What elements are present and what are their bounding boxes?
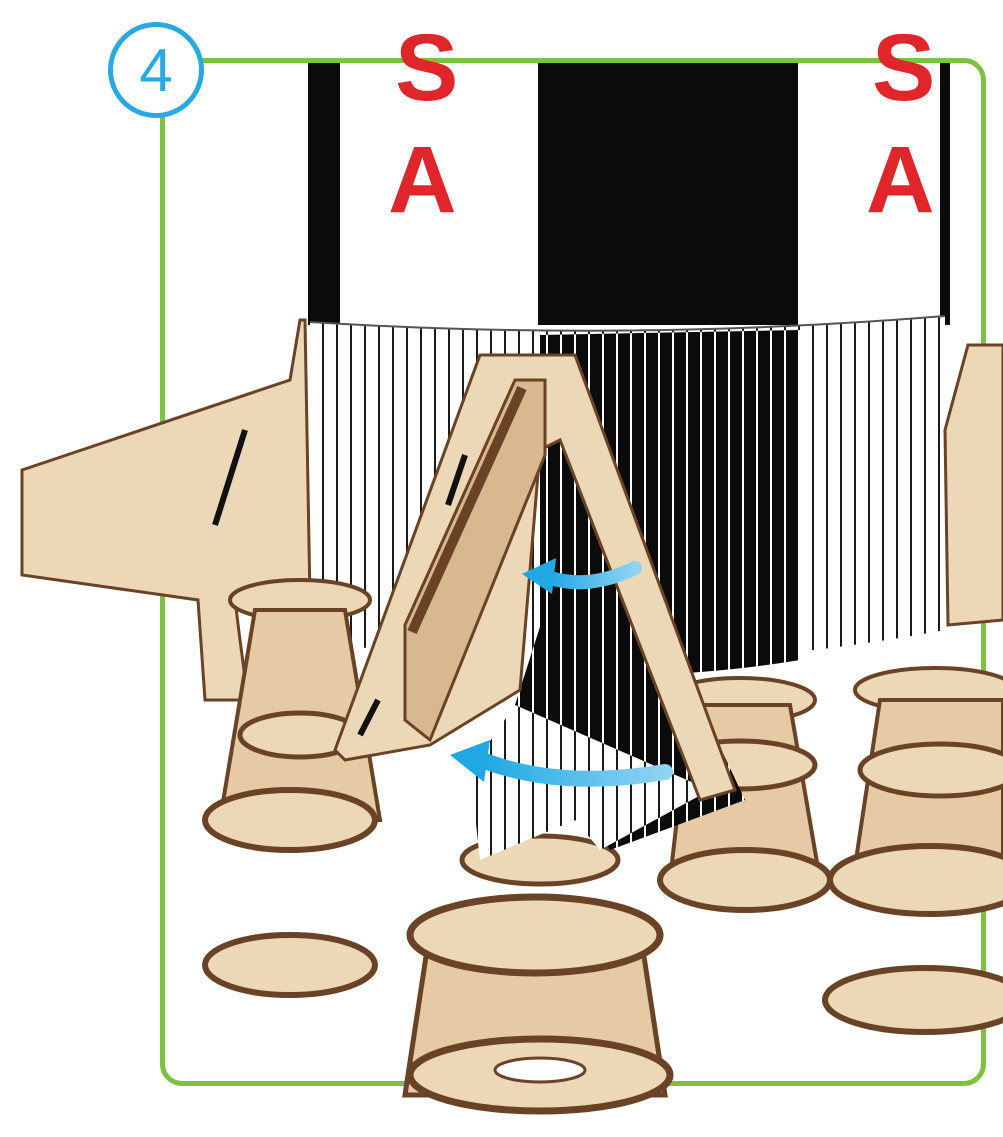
rocket-letter-right-bottom: A <box>866 127 935 233</box>
step-number-badge: 4 <box>108 22 204 118</box>
step-number: 4 <box>139 36 172 105</box>
rocket-letter-left-top: S <box>395 15 458 121</box>
rocket-letter-right-top: S <box>872 15 935 121</box>
engine-nozzle-front <box>405 836 670 1111</box>
right-fin <box>945 345 1003 625</box>
rocket-letter-left-bottom: A <box>388 127 457 233</box>
